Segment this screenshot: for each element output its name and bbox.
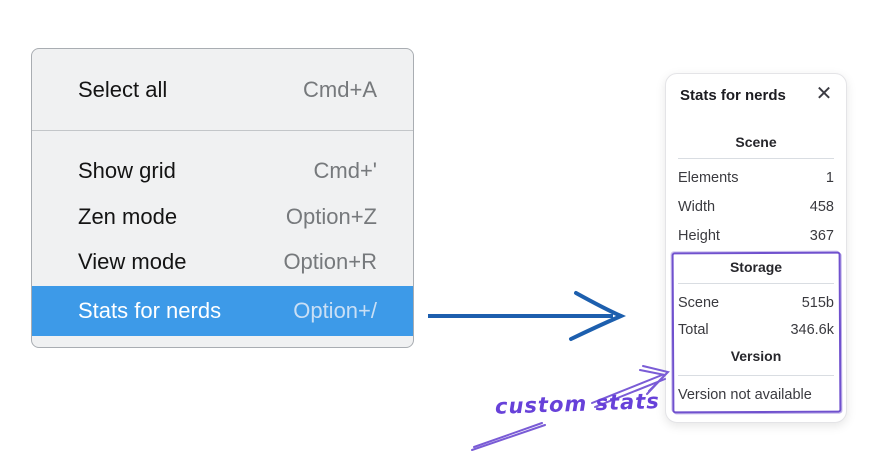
context-menu: Select all Cmd+A Show grid Cmd+' Zen mod… — [31, 48, 414, 348]
menu-item-label: Select all — [78, 76, 168, 102]
menu-item-shortcut: Option+R — [283, 249, 377, 274]
menu-item-view-mode[interactable]: View mode Option+R — [32, 240, 413, 284]
section-heading-scene: Scene — [735, 134, 777, 150]
section-divider — [678, 283, 834, 284]
menu-item-zen-mode[interactable]: Zen mode Option+Z — [32, 195, 413, 239]
stat-value: 346.6k — [790, 322, 834, 338]
menu-item-label: Stats for nerds — [78, 298, 222, 323]
menu-item-shortcut: Option+Z — [285, 204, 377, 229]
section-heading-version: Version — [730, 348, 782, 364]
stat-value: 515b — [801, 295, 834, 311]
section-divider — [678, 158, 834, 159]
stat-row-elements: Elements 1 — [678, 164, 834, 192]
stat-row-width: Width 458 — [678, 193, 834, 221]
section-heading-storage: Storage — [729, 259, 783, 275]
stats-panel: Stats for nerds ✕ Scene Elements 1 Width… — [665, 73, 847, 423]
stat-row-total-storage: Total 346.6k — [678, 316, 834, 344]
stat-label: Width — [678, 199, 716, 215]
close-icon[interactable]: ✕ — [815, 83, 833, 105]
stat-label: Height — [678, 228, 720, 244]
menu-item-shortcut: Cmd+A — [303, 76, 377, 102]
stat-value: 458 — [809, 199, 834, 215]
menu-item-select-all[interactable]: Select all Cmd+A — [32, 49, 413, 130]
stat-row-height: Height 367 — [678, 222, 834, 250]
menu-divider — [32, 130, 413, 131]
stat-value: 367 — [809, 228, 834, 244]
menu-item-label: Show grid — [78, 158, 176, 183]
menu-item-shortcut: Cmd+' — [313, 158, 378, 183]
stat-label: Total — [678, 322, 709, 338]
stat-label: Elements — [678, 170, 739, 186]
menu-item-label: Zen mode — [78, 204, 178, 229]
stat-value: 1 — [825, 170, 834, 186]
stat-label: Scene — [678, 295, 720, 311]
menu-item-show-grid[interactable]: Show grid Cmd+' — [32, 149, 413, 193]
menu-item-label: View mode — [78, 249, 187, 274]
version-status-text: Version not available — [678, 387, 812, 403]
menu-item-stats-for-nerds[interactable]: Stats for nerds Option+/ — [32, 286, 413, 336]
custom-stats-annotation: custom stats — [494, 389, 661, 419]
stat-row-scene-storage: Scene 515b — [678, 289, 834, 317]
menu-item-shortcut: Option+/ — [293, 298, 377, 323]
section-divider — [678, 375, 834, 376]
stats-panel-title: Stats for nerds — [680, 87, 786, 104]
